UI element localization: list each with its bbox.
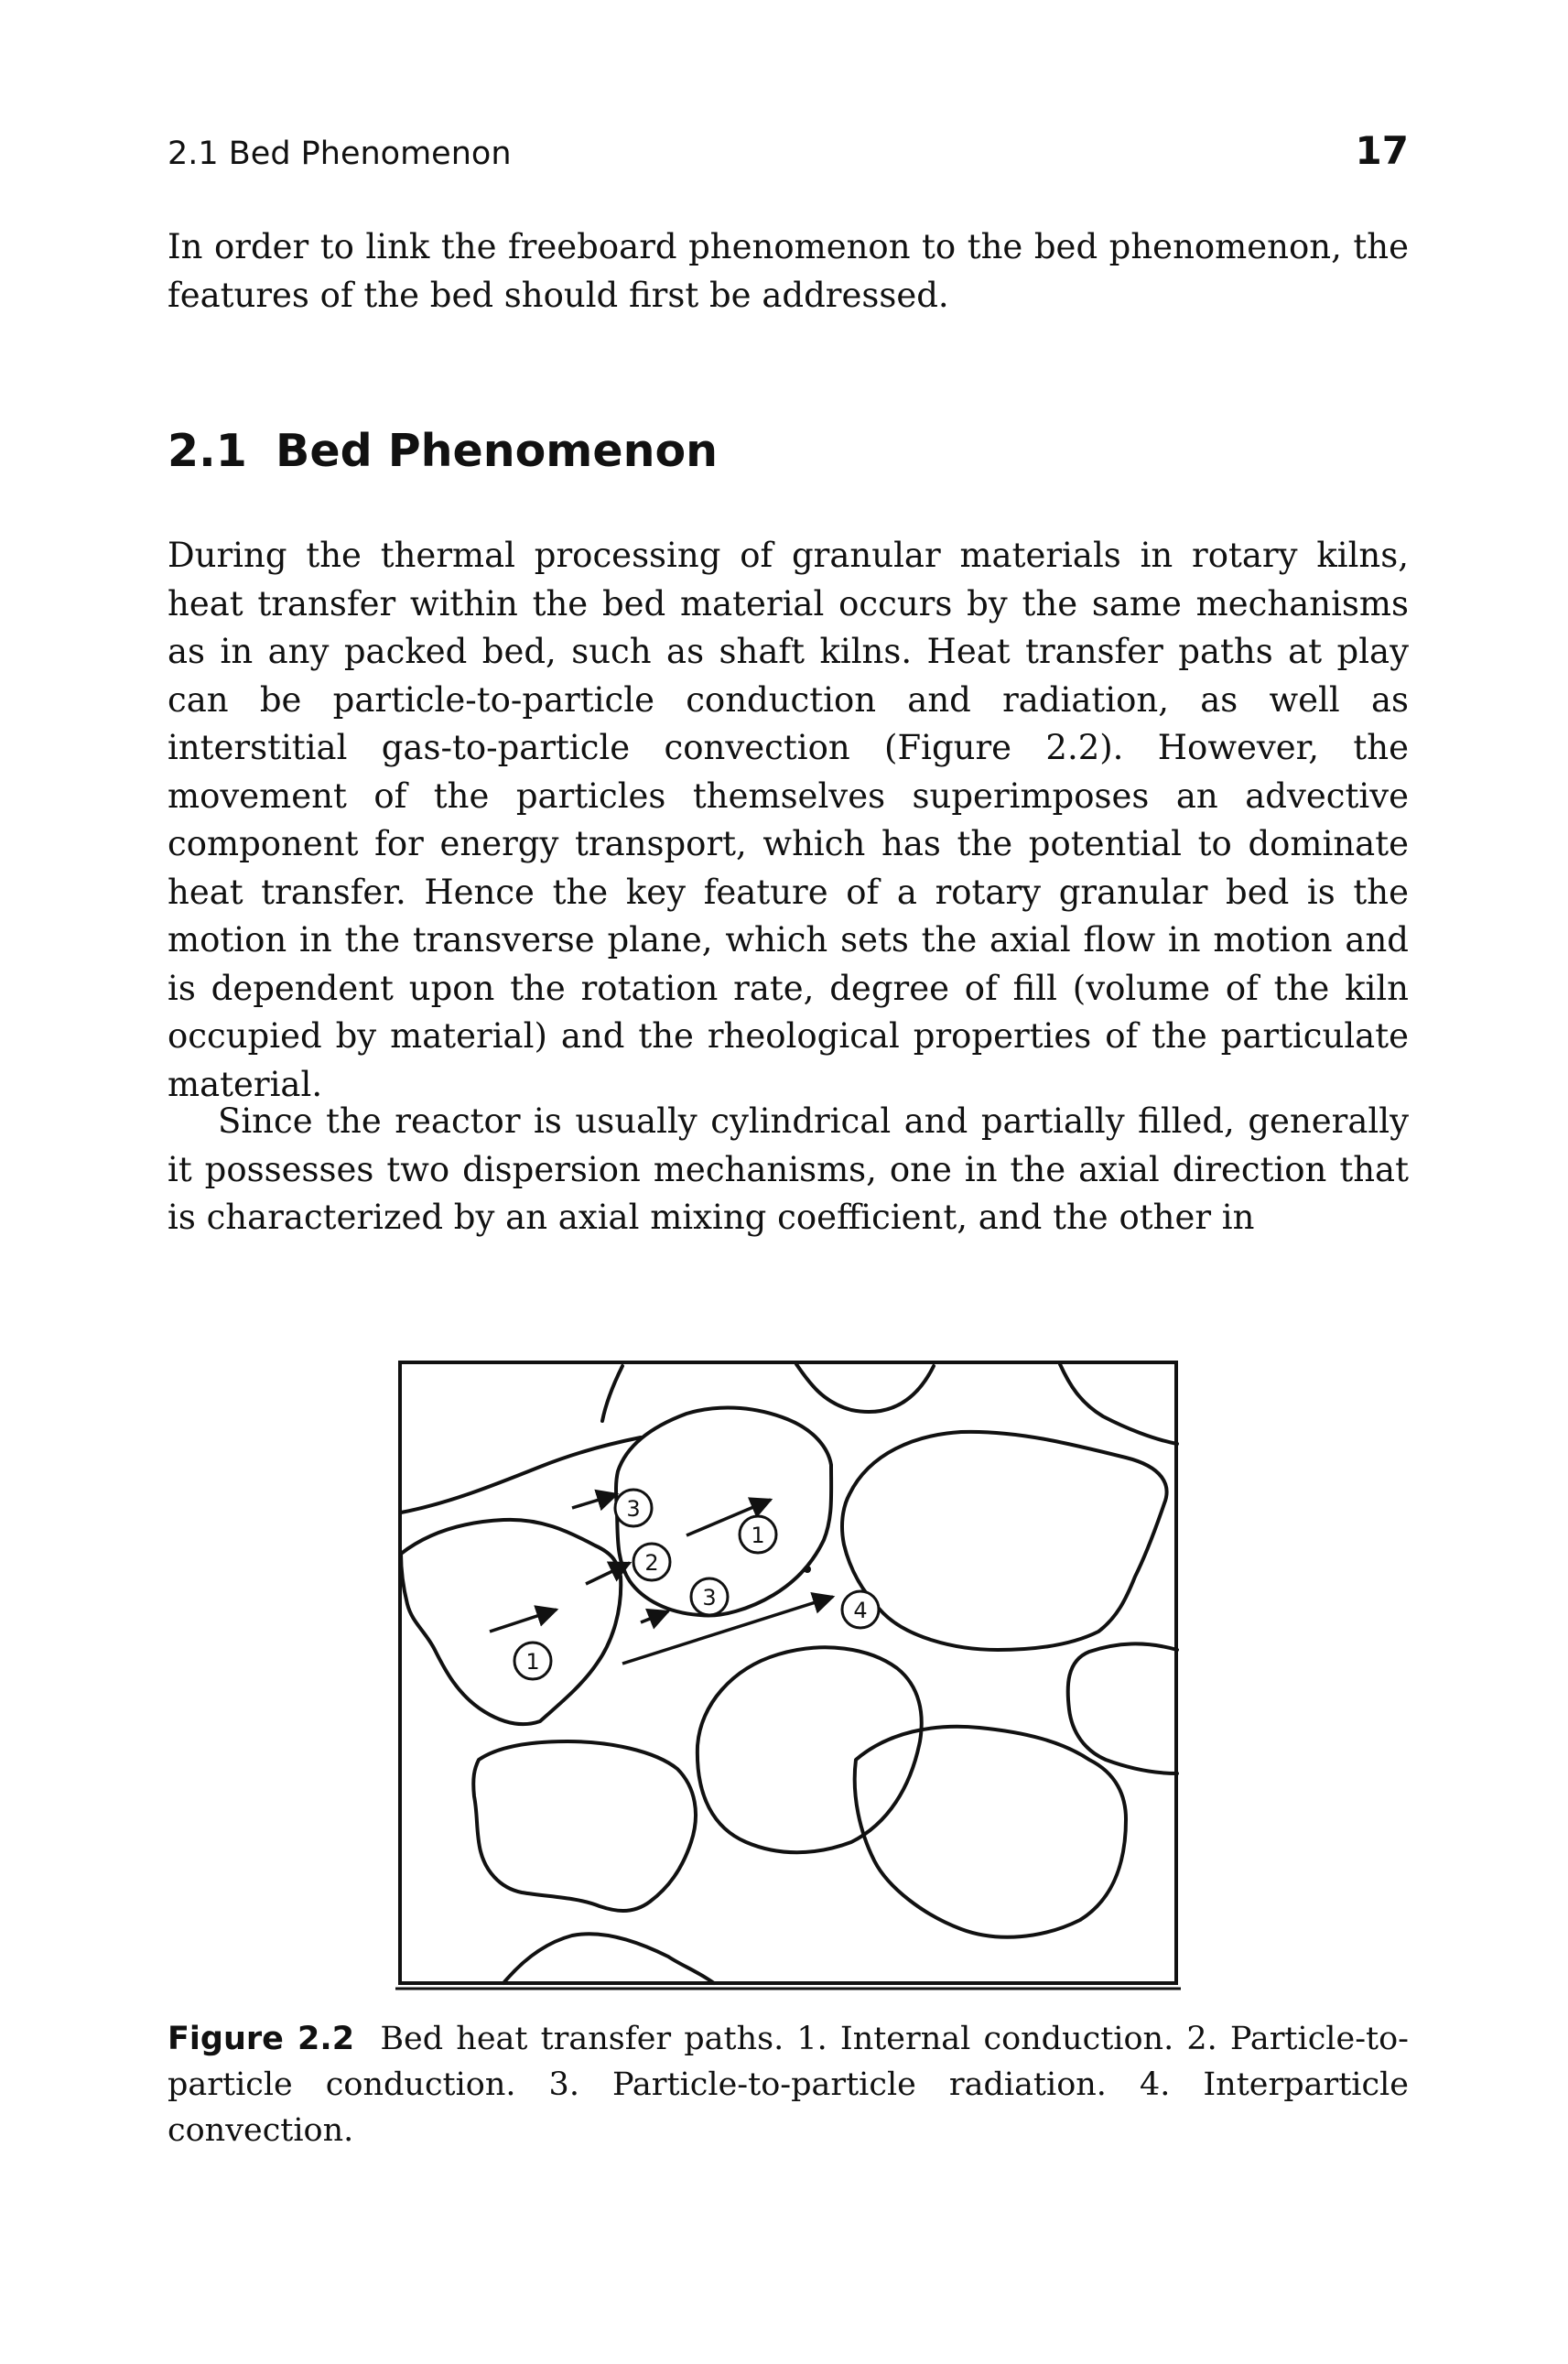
convection-dot (804, 1566, 811, 1573)
particle-top-right (1058, 1362, 1179, 1446)
marker-circle-1-left (513, 1641, 553, 1681)
figure-frame (398, 1361, 1178, 1985)
marker-circle-2 (632, 1542, 672, 1582)
figure-caption: Figure 2.2 Bed heat transfer paths. 1. I… (168, 2016, 1409, 2153)
marker-3-lower: 3 (702, 1585, 716, 1610)
marker-1-left: 1 (525, 1649, 539, 1675)
page-number: 17 (1355, 128, 1409, 173)
arrow-radiation-lower (640, 1608, 671, 1630)
marker-circle-3-upper (613, 1488, 654, 1528)
particle-right-small (1065, 1642, 1179, 1775)
particle-right-large (840, 1429, 1169, 1652)
arrow-convection (622, 1591, 836, 1665)
particle-boundary-top-left (399, 1436, 643, 1514)
particle-bottom (502, 1932, 716, 1985)
marker-1-upper: 1 (751, 1523, 764, 1548)
marker-4: 4 (853, 1598, 867, 1623)
particle-diagram: 3 1 2 3 4 1 (395, 1361, 1181, 1990)
particle-lower-left (471, 1740, 697, 1913)
running-head: 2.1 Bed Phenomenon (168, 136, 512, 172)
section-heading: 2.1 Bed Phenomenon (168, 425, 718, 477)
particle-center (695, 1645, 924, 1855)
marker-3-upper: 3 (626, 1496, 640, 1522)
body-paragraph-2: Since the reactor is usually cylindrical… (168, 1101, 1409, 1237)
arrow-internal-conduction-left (489, 1605, 559, 1633)
section-number: 2.1 (168, 425, 247, 477)
particle-left (399, 1517, 623, 1727)
section-title: Bed Phenomenon (276, 425, 719, 477)
marker-circle-4 (840, 1589, 881, 1630)
arrow-radiation-upper (571, 1489, 620, 1512)
figure-bed-heat-transfer: 3 1 2 3 4 1 (394, 1357, 1188, 2009)
marker-circle-3-lower (689, 1577, 730, 1617)
intro-paragraph: In order to link the freeboard phenomeno… (168, 227, 1409, 315)
particle-lower-right (852, 1724, 1128, 1939)
marker-circle-1-upper (738, 1514, 778, 1555)
arrow-internal-conduction-upper (686, 1497, 773, 1537)
marker-2: 2 (644, 1550, 658, 1576)
figure-label: Figure 2.2 (168, 2021, 355, 2057)
caption-text: Bed heat transfer paths. 1. Internal con… (168, 2021, 1409, 2149)
arrow-particle-conduction (585, 1561, 633, 1586)
particle-top-center (600, 1362, 935, 1423)
body-paragraph-1: During the thermal processing of granula… (168, 536, 1409, 1104)
